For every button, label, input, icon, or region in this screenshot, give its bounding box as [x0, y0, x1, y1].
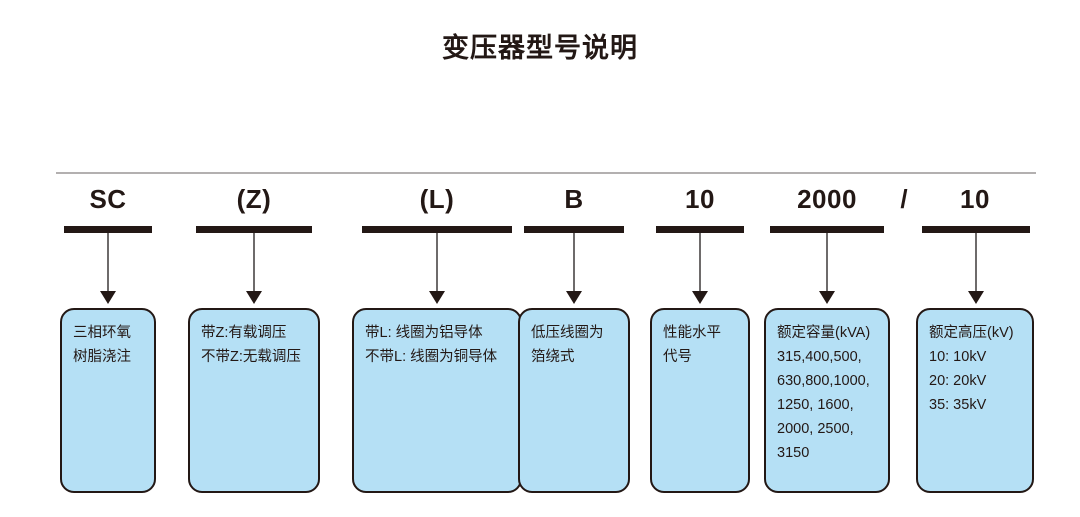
header-divider	[56, 172, 1036, 174]
arrow-down-icon	[692, 291, 708, 304]
connector-line	[975, 233, 977, 293]
description-line: 3150	[777, 445, 810, 461]
description-line: 箔绕式	[531, 349, 575, 365]
arrow-down-icon	[566, 291, 582, 304]
description-line: 不带Z:无载调压	[201, 349, 301, 365]
description-line: 树脂浇注	[73, 349, 131, 365]
description-line: 2000, 2500,	[777, 421, 854, 437]
code-underline-bar	[362, 226, 512, 233]
description-line: 不带L: 线圈为铜导体	[365, 349, 498, 365]
code-underline-bar	[770, 226, 884, 233]
description-line: 35: 35kV	[929, 397, 987, 413]
arrow-down-icon	[246, 291, 262, 304]
code-separator-slash: /	[900, 184, 908, 214]
description-line: 630,800,1000,	[777, 373, 870, 389]
code-label: 2000	[797, 184, 857, 214]
code-label: (L)	[419, 184, 455, 214]
code-label: 10	[685, 184, 715, 214]
code-label: B	[564, 184, 584, 214]
description-line: 带L: 线圈为铝导体	[365, 325, 483, 341]
arrow-down-icon	[968, 291, 984, 304]
code-underline-bar	[196, 226, 312, 233]
code-underline-bar	[64, 226, 152, 233]
description-line: 性能水平	[663, 325, 721, 341]
code-underline-bar	[524, 226, 624, 233]
connector-line	[107, 233, 109, 293]
code-label: 10	[960, 184, 990, 214]
code-underline-bar	[922, 226, 1030, 233]
description-line: 三相环氧	[73, 325, 131, 341]
description-box: 带Z:有载调压不带Z:无载调压	[188, 308, 320, 493]
description-line: 1250, 1600,	[777, 397, 854, 413]
connector-line	[573, 233, 575, 293]
description-line: 额定容量(kVA)	[777, 325, 871, 341]
description-box: 带L: 线圈为铝导体不带L: 线圈为铜导体	[352, 308, 522, 493]
description-box: 性能水平代号	[650, 308, 750, 493]
description-line: 10: 10kV	[929, 349, 987, 365]
connector-line	[436, 233, 438, 293]
description-line: 20: 20kV	[929, 373, 987, 389]
description-box: 三相环氧树脂浇注	[60, 308, 156, 493]
connector-line	[253, 233, 255, 293]
code-label: SC	[89, 184, 127, 214]
description-line: 315,400,500,	[777, 349, 862, 365]
description-line: 带Z:有载调压	[201, 325, 287, 341]
description-line: 低压线圈为	[531, 325, 604, 341]
code-underline-bar	[656, 226, 744, 233]
arrow-down-icon	[100, 291, 116, 304]
description-box: 低压线圈为箔绕式	[518, 308, 630, 493]
connector-line	[826, 233, 828, 293]
description-line: 额定高压(kV)	[929, 325, 1014, 341]
code-label: (Z)	[236, 184, 272, 214]
arrow-down-icon	[819, 291, 835, 304]
page-title: 变压器型号说明	[442, 33, 638, 63]
arrow-down-icon	[429, 291, 445, 304]
description-box: 额定容量(kVA) 315,400,500, 630,800,1000, 1250, …	[764, 308, 890, 493]
description-box: 额定高压(kV) 10: 10kV 20: 20kV 35: 35kV	[916, 308, 1034, 493]
connector-line	[699, 233, 701, 293]
description-line: 代号	[663, 349, 692, 365]
